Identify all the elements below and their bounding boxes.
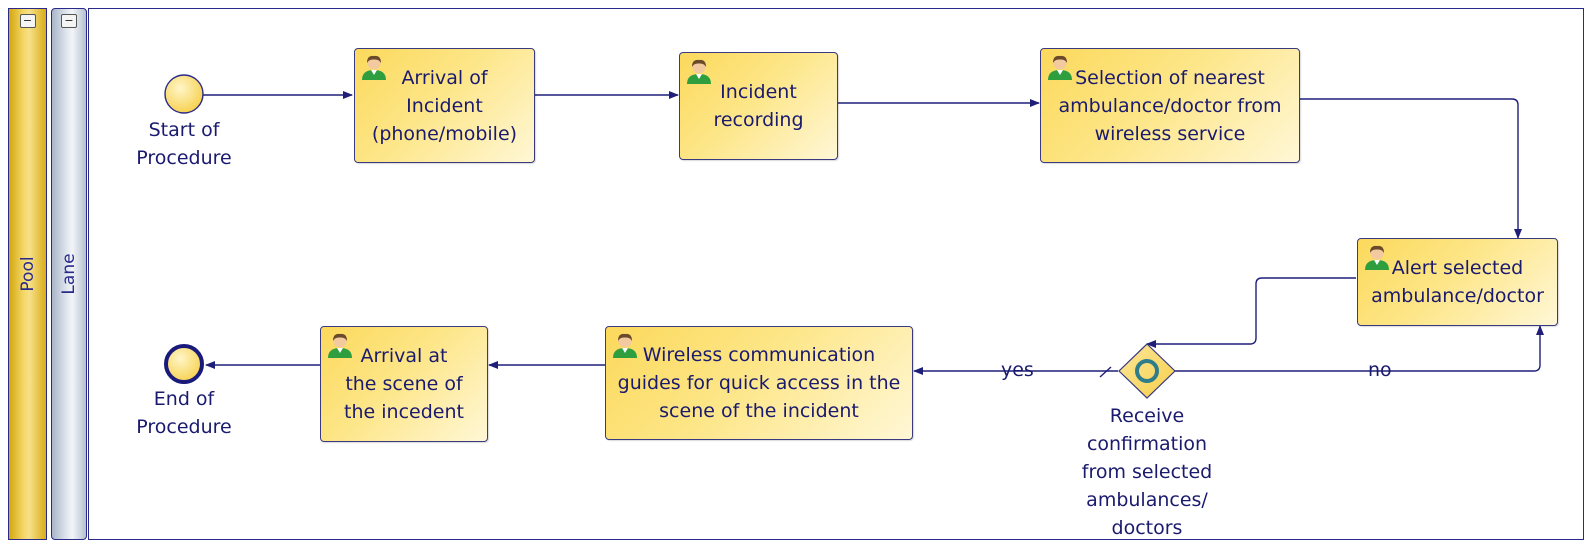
task-label: Alert selected ambulance/doctor (1371, 257, 1544, 307)
lane-collapse-button[interactable]: − (61, 14, 77, 28)
task-label: Incident recording (713, 81, 804, 131)
task-selection-of-nearest-ambulance[interactable]: Selection of nearest ambulance/doctor fr… (1040, 48, 1300, 163)
flow-gateway-no-to-alert (1175, 325, 1544, 372)
gateway-label: Receive confirmation from selected ambul… (1081, 405, 1213, 539)
task-label: Arrival at the scene of the incedent (344, 345, 464, 423)
gateway-marker-icon (1135, 359, 1159, 383)
gateway (1118, 343, 1176, 399)
user-icon (613, 333, 637, 358)
start-event (164, 74, 204, 114)
pool-frame (88, 8, 1584, 540)
flow-label-no: no (1368, 359, 1392, 381)
user-icon (1365, 245, 1389, 270)
task-wireless-communication-guides[interactable]: Wireless communication guides for quick … (605, 326, 913, 440)
pool-header[interactable]: − Pool (8, 8, 47, 540)
task-label: Selection of nearest ambulance/doctor fr… (1058, 66, 1282, 145)
user-icon (1048, 55, 1072, 80)
user-icon (328, 333, 352, 358)
user-icon (687, 59, 711, 84)
pool-collapse-button[interactable]: − (19, 14, 36, 28)
task-arrival-of-incident[interactable]: Arrival of Incident (phone/mobile) (354, 48, 535, 163)
task-label: Arrival of Incident (phone/mobile) (371, 66, 518, 145)
start-event-label: Start of Procedure (136, 119, 232, 169)
user-icon (362, 55, 386, 80)
task-alert-selected-ambulance[interactable]: Alert selected ambulance/doctor (1357, 238, 1558, 326)
task-incident-recording[interactable]: Incident recording (679, 52, 838, 160)
flow-selection-to-alert (1298, 98, 1522, 239)
task-label: Wireless communication guides for quick … (617, 344, 901, 422)
end-event (164, 344, 204, 384)
default-flow-slash (1099, 366, 1112, 378)
task-arrival-at-scene[interactable]: Arrival at the scene of the incedent (320, 326, 488, 442)
flow-alert-to-gateway (1146, 277, 1356, 348)
flow-label-yes: yes (1001, 359, 1034, 381)
lane-header[interactable]: − Lane (51, 8, 87, 540)
end-event-label: End of Procedure (136, 388, 232, 438)
